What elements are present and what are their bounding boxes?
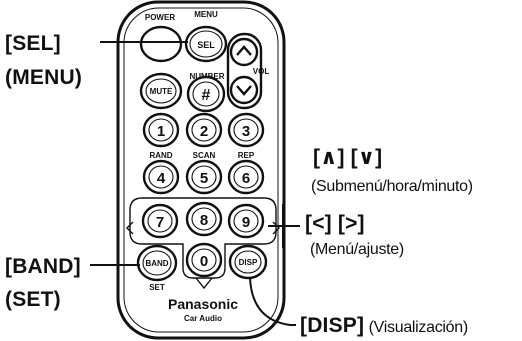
leftright-desc: (Menú/ajuste) [310,241,404,258]
band-callout: [BAND] [5,255,81,278]
disp-callout-desc: (Visualización) [368,319,469,336]
number-button-label: # [202,87,211,104]
chevron-down-icon [236,85,252,96]
chevron-up-icon [236,45,252,56]
disp-callout-line [249,277,296,326]
svg-text:9: 9 [242,214,250,231]
svg-text:4: 4 [157,170,166,187]
power-label: POWER [145,13,175,22]
remote-body-inner [123,7,279,333]
svg-text:5: 5 [200,170,208,187]
svg-text:0: 0 [200,253,208,270]
chevron-down-pad-icon [195,277,213,290]
disp-callout: [DISP] (Visualización) [300,315,468,336]
sel-button-label: SEL [197,40,215,50]
disp-callout-key: [DISP] [300,314,365,337]
svg-text:7: 7 [156,214,164,231]
updown-desc: (Submenú/hora/minuto) [311,178,473,195]
brand-logo: Panasonic [168,296,238,312]
set-callout: (SET) [5,288,61,311]
svg-text:6: 6 [242,170,250,187]
volume-down-button [229,75,259,105]
band-button-label: BAND [145,259,168,268]
menu-label: MENU [194,10,218,19]
updown-callout: [∧] [∨] [313,146,383,169]
rand-label: RAND [149,151,172,160]
svg-text:1: 1 [157,123,165,140]
volume-up-button [229,37,259,67]
direction-pad [129,197,277,279]
mute-button-label: MUTE [150,87,173,96]
chevron-right-icon [272,221,280,235]
rep-label: REP [238,151,255,160]
menu-callout: (MENU) [5,66,83,89]
leftright-callout: [<] [>] [305,212,365,235]
scan-label: SCAN [193,151,216,160]
vol-label: VOL [253,67,270,76]
sub-brand-label: Car Audio [184,314,222,323]
disp-button-label: DISP [239,258,258,267]
sel-button [184,25,228,63]
svg-text:3: 3 [242,123,250,140]
svg-text:2: 2 [200,123,208,140]
power-button [139,25,183,63]
chevron-left-icon [126,221,134,235]
svg-text:8: 8 [200,212,208,229]
sel-callout: [SEL] [5,32,61,55]
set-label: SET [149,283,165,292]
